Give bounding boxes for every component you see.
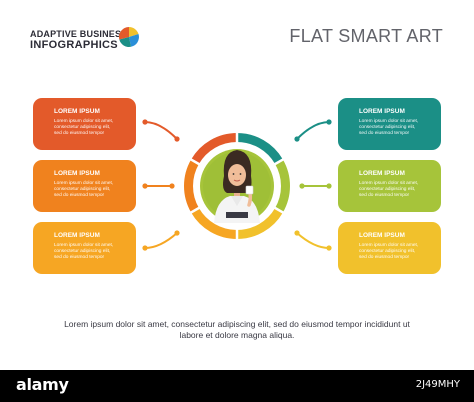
connector-left-1 <box>144 121 178 140</box>
ring-segment-2 <box>275 159 290 213</box>
info-box-left-2: LOREM IPSUM Lorem ipsum dolor sit amet, … <box>33 160 136 212</box>
pie-chart-icon <box>118 26 139 48</box>
info-box-text: Lorem ipsum dolor sit amet, consectetur … <box>54 243 114 260</box>
logo-line-1: ADAPTIVE BUSINESS <box>30 29 128 39</box>
alamy-logo: alamy <box>16 375 69 394</box>
info-box-title: LOREM IPSUM <box>359 108 405 115</box>
segmented-ring <box>184 133 290 239</box>
info-box-left-3: LOREM IPSUM Lorem ipsum dolor sit amet, … <box>33 222 136 274</box>
info-box-text: Lorem ipsum dolor sit amet, consectetur … <box>359 243 419 260</box>
ring-segment-5 <box>184 159 199 213</box>
diagram-connectors <box>142 119 332 251</box>
info-box-right-3: LOREM IPSUM Lorem ipsum dolor sit amet, … <box>338 222 441 274</box>
info-box-right-2: LOREM IPSUM Lorem ipsum dolor sit amet, … <box>338 160 441 212</box>
info-box-right-1: LOREM IPSUM Lorem ipsum dolor sit amet, … <box>338 98 441 150</box>
infographic-slide: ADAPTIVE BUSINESS INFOGRAPHICS FLAT SMAR… <box>30 26 443 340</box>
businesswoman-icon <box>200 149 274 223</box>
ring-segment-6 <box>191 133 238 165</box>
ring-segment-4 <box>191 207 238 239</box>
info-box-title: LOREM IPSUM <box>54 108 100 115</box>
connector-left-3 <box>144 232 178 249</box>
info-box-text: Lorem ipsum dolor sit amet, consectetur … <box>359 181 419 198</box>
stock-image-id: 2J49MHY <box>415 379 460 390</box>
info-box-title: LOREM IPSUM <box>359 232 405 239</box>
caption-text: Lorem ipsum dolor sit amet, consectetur … <box>64 319 410 340</box>
info-box-text: Lorem ipsum dolor sit amet, consectetur … <box>359 119 419 136</box>
page-title: FLAT SMART ART <box>289 26 443 46</box>
connector-right-1 <box>296 121 330 140</box>
ring-segment-1 <box>236 133 283 165</box>
watermark-bar: alamy 2J49MHY <box>0 370 474 402</box>
info-box-text: Lorem ipsum dolor sit amet, consectetur … <box>54 119 114 136</box>
info-box-title: LOREM IPSUM <box>359 170 405 177</box>
logo-line-2: INFOGRAPHICS <box>30 39 118 51</box>
connector-right-3 <box>296 232 330 249</box>
info-box-left-1: LOREM IPSUM Lorem ipsum dolor sit amet, … <box>33 98 136 150</box>
ring-segment-3 <box>236 207 283 239</box>
brand-logo: ADAPTIVE BUSINESS INFOGRAPHICS <box>30 29 127 51</box>
info-box-title: LOREM IPSUM <box>54 170 100 177</box>
info-box-title: LOREM IPSUM <box>54 232 100 239</box>
info-box-text: Lorem ipsum dolor sit amet, consectetur … <box>54 181 114 198</box>
